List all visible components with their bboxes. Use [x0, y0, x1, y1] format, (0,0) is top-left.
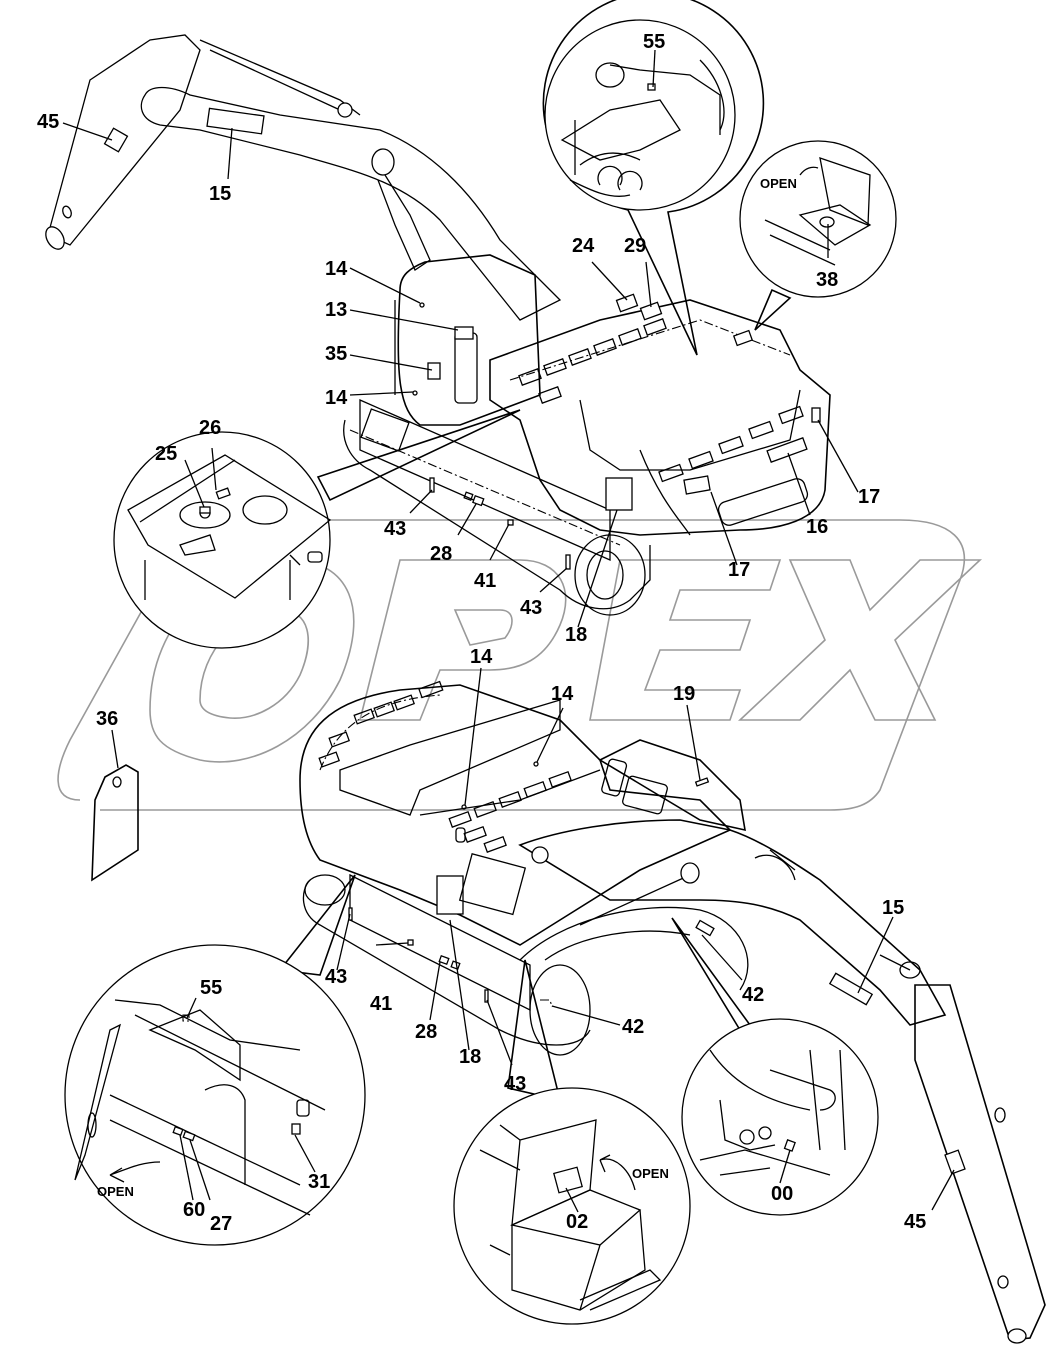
callout-14-roof-right: 14 [551, 683, 574, 705]
decal-38 [819, 216, 835, 228]
detail-toolbox-circle: OPEN [453, 959, 691, 1325]
decal-14-cab-bottom [412, 390, 418, 396]
decal-15-top [206, 107, 265, 135]
callout-18-bottom: 18 [459, 1046, 481, 1068]
callout-43-bottom-left: 43 [325, 966, 347, 988]
open-label-toolbox: OPEN [632, 1166, 669, 1181]
decal-60 [172, 1125, 184, 1137]
decal-43-top-left [429, 477, 435, 493]
callout-42-track: 42 [622, 1016, 644, 1038]
decal-19 [694, 777, 710, 787]
detail-tank-circle [113, 409, 521, 649]
callout-17-right: 17 [858, 486, 880, 508]
decal-55-compartment [182, 1014, 190, 1022]
callout-41-bottom: 41 [370, 993, 392, 1015]
callout-60: 60 [183, 1199, 205, 1221]
bottom-machine [299, 680, 749, 1056]
decal-43-top-right [565, 554, 571, 570]
callout-15-bottom: 15 [882, 897, 904, 919]
decal-13 [454, 326, 474, 340]
callout-36: 36 [96, 708, 118, 730]
callout-16: 16 [806, 516, 828, 538]
decal-18-bottom [436, 875, 464, 915]
top-arm [45, 34, 201, 250]
decal-28-bottom [438, 954, 450, 966]
top-boom [140, 39, 562, 321]
detail-cover-circle: OPEN [739, 140, 897, 331]
callout-17-left: 17 [728, 559, 750, 581]
roof-vents [318, 680, 572, 853]
open-label-cover: OPEN [760, 176, 797, 191]
decal-45-bottom [944, 1149, 966, 1175]
tag-36 [91, 764, 139, 882]
callout-41-top: 41 [474, 570, 496, 592]
decal-41-bottom [407, 939, 414, 946]
callout-25: 25 [155, 443, 177, 465]
callout-15-top: 15 [209, 183, 231, 205]
callout-14-roof-left: 14 [470, 646, 493, 668]
decal-35 [427, 362, 441, 380]
decal-00 [783, 1139, 796, 1152]
callout-31: 31 [308, 1171, 330, 1193]
decal-45-top [103, 127, 129, 153]
decal-17-right [811, 407, 821, 423]
decal-15-bottom [828, 972, 874, 1006]
callout-45-bottom: 45 [904, 1211, 926, 1233]
callout-35: 35 [325, 343, 347, 365]
callout-24: 24 [572, 235, 595, 257]
detail-boomfoot-circle [671, 917, 879, 1216]
decal-26 [215, 487, 231, 500]
callout-29: 29 [624, 235, 646, 257]
hood-vents [518, 318, 804, 483]
callout-55-compartment: 55 [200, 977, 222, 999]
decal-42-track [540, 999, 553, 1008]
decal-14-cab-top [419, 302, 425, 308]
callout-14-cab-top: 14 [325, 258, 348, 280]
detail-engine-circle [542, 0, 765, 356]
callout-14-cab-bottom: 14 [325, 387, 348, 409]
decal-25 [199, 506, 211, 514]
callout-00: 00 [771, 1183, 793, 1205]
callout-42-boom: 42 [742, 984, 764, 1006]
decal-27 [182, 1130, 196, 1142]
callout-28-top: 28 [430, 543, 452, 565]
callout-45-top: 45 [37, 111, 59, 133]
leader-lines [62, 49, 955, 1213]
decal-28-top [472, 494, 485, 507]
decal-43-bottom-left [348, 907, 353, 921]
decal-engine-cover [732, 329, 754, 347]
detail-compartment-circle: OPEN [64, 874, 366, 1246]
callout-43-bottom-right: 43 [504, 1073, 526, 1095]
callout-28-bottom: 28 [415, 1021, 437, 1043]
decal-14-roof-left [461, 804, 467, 810]
callout-labels: 45 15 14 13 35 14 24 29 55 38 26 25 43 2… [37, 31, 926, 1235]
decal-42-boom [695, 919, 715, 937]
decal-43-bottom-right [484, 989, 489, 1003]
decal-29 [639, 301, 663, 321]
callout-18-top: 18 [565, 624, 587, 646]
decal-02 [553, 1166, 583, 1194]
callout-26: 26 [199, 417, 221, 439]
decal-41-top [507, 519, 514, 526]
callout-55-engine: 55 [643, 31, 665, 53]
callout-43-top-right: 43 [520, 597, 542, 619]
decal-14-roof-right [533, 761, 539, 767]
decal-18-top [605, 477, 633, 511]
decal-31 [291, 1123, 301, 1135]
callout-02: 02 [566, 1211, 588, 1233]
decal-24 [615, 293, 639, 313]
callout-13: 13 [325, 299, 347, 321]
bottom-boom [518, 819, 1046, 1344]
callout-27: 27 [210, 1213, 232, 1235]
decal-17-left [683, 475, 711, 495]
callout-43-top-left: 43 [384, 518, 406, 540]
callout-38: 38 [816, 269, 838, 291]
open-label-compartment: OPEN [97, 1184, 134, 1199]
decal-55-engine [647, 83, 656, 91]
callout-19: 19 [673, 683, 695, 705]
top-machine [343, 254, 831, 616]
